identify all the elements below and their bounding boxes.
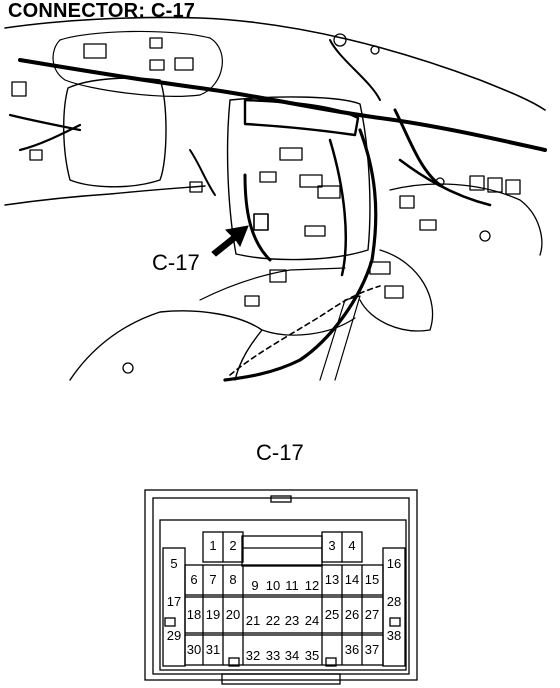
pin-label-8: 8	[229, 572, 236, 587]
callout-label: C-17	[152, 250, 200, 275]
pin-label-24: 24	[305, 613, 319, 628]
pin-label-12: 12	[305, 578, 319, 593]
pin-label-28: 28	[387, 594, 401, 609]
pin-label-16: 16	[387, 556, 401, 571]
pin-label-14: 14	[345, 572, 359, 587]
pin-label-3: 3	[328, 538, 335, 553]
pin-label-33: 33	[266, 648, 280, 663]
callout-arrow	[211, 225, 249, 257]
pin-label-31: 31	[206, 642, 220, 657]
pin-label-13: 13	[325, 572, 339, 587]
pin-label-11: 11	[285, 578, 299, 593]
pin-label-36: 36	[345, 642, 359, 657]
dashboard-illustration	[4, 16, 547, 382]
pin-label-18: 18	[187, 607, 201, 622]
pin-label-30: 30	[187, 642, 201, 657]
pin-label-6: 6	[190, 572, 197, 587]
pin-label-21: 21	[246, 613, 260, 628]
pin-label-35: 35	[305, 648, 319, 663]
pin-label-37: 37	[365, 642, 379, 657]
pin-label-29: 29	[167, 628, 181, 643]
pin-label-10: 10	[266, 578, 280, 593]
pin-label-5: 5	[170, 556, 177, 571]
pin-label-9: 9	[251, 578, 258, 593]
pin-label-26: 26	[345, 607, 359, 622]
pin-label-4: 4	[348, 538, 355, 553]
pin-label-38: 38	[387, 628, 401, 643]
connector-face	[144, 489, 418, 685]
pin-label-2: 2	[229, 538, 236, 553]
pin-label-32: 32	[246, 648, 260, 663]
pin-label-25: 25	[325, 607, 339, 622]
pin-label-23: 23	[285, 613, 299, 628]
pin-label-7: 7	[209, 572, 216, 587]
pin-label-27: 27	[365, 607, 379, 622]
pin-label-20: 20	[226, 607, 240, 622]
connector-label: C-17	[256, 440, 304, 465]
pin-label-19: 19	[206, 607, 220, 622]
pin-label-15: 15	[365, 572, 379, 587]
pin-label-34: 34	[285, 648, 299, 663]
pin-label-17: 17	[167, 594, 181, 609]
pin-label-1: 1	[209, 538, 216, 553]
pin-label-22: 22	[266, 613, 280, 628]
page-title: CONNECTOR: C-17	[8, 0, 196, 22]
